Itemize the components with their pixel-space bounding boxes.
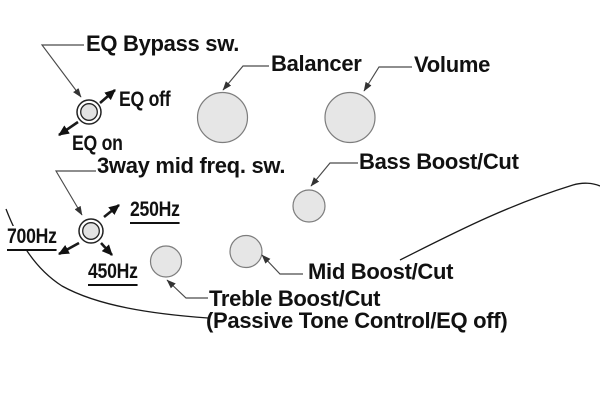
mid-freq-switch-knob-center bbox=[82, 222, 100, 240]
label-volume: Volume bbox=[414, 52, 491, 77]
mid-leader-arrow bbox=[261, 254, 303, 275]
freq-450-arrow bbox=[100, 242, 113, 256]
body-outline-right-curve bbox=[399, 182, 600, 261]
treble-leader-arrow bbox=[166, 279, 208, 299]
eq-bypass-leader-arrow bbox=[40, 44, 84, 98]
label-freq-700hz: 700Hz bbox=[7, 226, 57, 251]
balancer-knob bbox=[196, 91, 249, 144]
treble-boost-cut-knob bbox=[149, 245, 183, 278]
label-eq-off: EQ off bbox=[119, 88, 171, 111]
freq-250-arrow bbox=[103, 203, 120, 219]
label-passive-tone-note: (Passive Tone Control/EQ off) bbox=[206, 308, 508, 333]
label-freq-450hz: 450Hz bbox=[88, 261, 138, 286]
label-eq-on: EQ on bbox=[72, 132, 123, 155]
label-mid-freq-switch: 3way mid freq. sw. bbox=[97, 153, 286, 178]
freq-700-arrow bbox=[58, 241, 80, 256]
eq-off-arrow bbox=[99, 89, 116, 104]
eq-on-arrow bbox=[58, 120, 79, 137]
label-bass-boost-cut: Bass Boost/Cut bbox=[359, 149, 519, 174]
bass-boost-cut-knob bbox=[292, 189, 326, 223]
balancer-leader-arrow bbox=[222, 65, 269, 91]
label-treble-boost-cut: Treble Boost/Cut bbox=[209, 286, 381, 311]
volume-leader-arrow bbox=[363, 66, 412, 92]
mid-freq-leader-arrow bbox=[54, 170, 96, 216]
label-freq-250hz: 250Hz bbox=[130, 199, 180, 224]
volume-knob bbox=[324, 91, 376, 144]
bass-leader-arrow bbox=[310, 162, 358, 187]
label-balancer: Balancer bbox=[271, 51, 362, 76]
mid-boost-cut-knob bbox=[229, 234, 263, 269]
label-eq-bypass-switch: EQ Bypass sw. bbox=[86, 31, 240, 56]
label-mid-boost-cut: Mid Boost/Cut bbox=[308, 259, 454, 284]
eq-bypass-switch-knob-center bbox=[80, 103, 98, 121]
